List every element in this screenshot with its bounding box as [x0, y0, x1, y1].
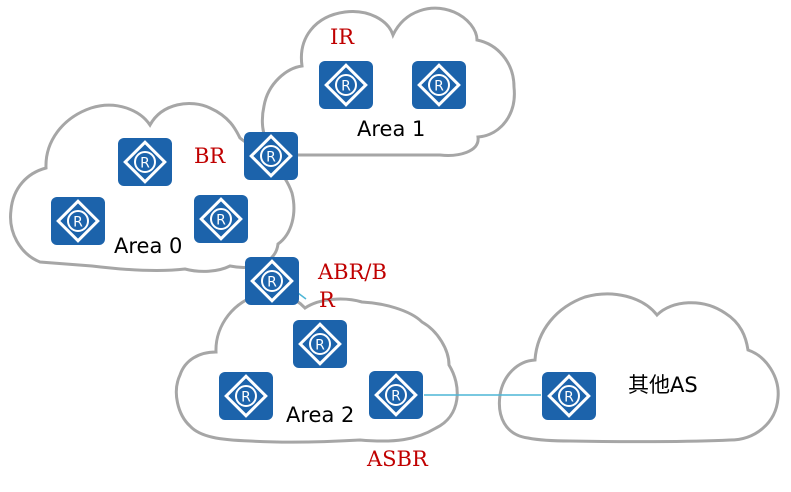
router-icon-area1-b[interactable] — [410, 59, 468, 111]
other-as-label: 其他AS — [628, 373, 698, 397]
cloud-area-1 — [260, 6, 516, 157]
router-icon-br[interactable] — [242, 130, 300, 182]
ir-role-label: IR — [330, 25, 355, 49]
area-1-label: Area 1 — [357, 117, 426, 141]
router-icon-other-as[interactable] — [540, 370, 598, 422]
router-icon-area0-a[interactable] — [116, 136, 174, 188]
router-icon-area2-b[interactable] — [217, 370, 275, 422]
router-icon-area0-c[interactable] — [192, 193, 250, 245]
abr-br-role-label-line2: R — [319, 288, 335, 312]
br-role-label: BR — [194, 144, 226, 168]
router-icon-area2-a[interactable] — [291, 318, 349, 370]
cloud-other-as — [497, 292, 780, 444]
router-icon-area0-b[interactable] — [49, 195, 107, 247]
area-2-label: Area 2 — [286, 403, 355, 427]
router-icon-area1-ir[interactable] — [317, 59, 375, 111]
asbr-role-label: ASBR — [367, 447, 428, 471]
router-icon-asbr[interactable] — [367, 369, 425, 421]
router-icon-abr[interactable] — [243, 255, 301, 307]
abr-br-role-label-line1: ABR/B — [318, 260, 387, 284]
area-0-label: Area 0 — [114, 234, 183, 258]
link-abr-area2 — [297, 292, 307, 300]
